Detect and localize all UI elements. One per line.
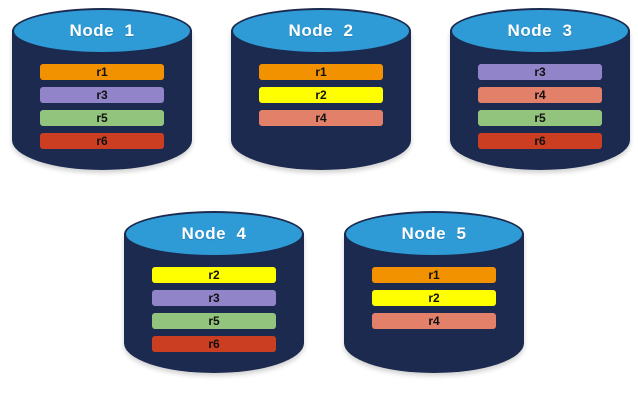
cylinder-top-ellipse <box>344 211 524 257</box>
replica-bar: r6 <box>152 336 276 352</box>
replica-bar: r5 <box>478 110 602 126</box>
replica-list: r1 r2 r4 <box>259 64 383 126</box>
replica-bar: r6 <box>40 133 164 149</box>
replica-bar: r2 <box>372 290 496 306</box>
replica-bar: r5 <box>40 110 164 126</box>
cylinder-top-ellipse <box>450 8 630 54</box>
replica-list: r3 r4 r5 r6 <box>478 64 602 149</box>
replica-bar: r5 <box>152 313 276 329</box>
replica-list: r1 r3 r5 r6 <box>40 64 164 149</box>
replica-bar: r6 <box>478 133 602 149</box>
replica-bar: r3 <box>40 87 164 103</box>
replica-bar: r4 <box>372 313 496 329</box>
cylinder-top-ellipse <box>12 8 192 54</box>
replica-bar: r4 <box>478 87 602 103</box>
replica-bar: r3 <box>152 290 276 306</box>
cylinder-top-ellipse <box>124 211 304 257</box>
replica-list: r2 r3 r5 r6 <box>152 267 276 352</box>
replica-bar: r4 <box>259 110 383 126</box>
replica-list: r1 r2 r4 <box>372 267 496 329</box>
cylinder-top-ellipse <box>231 8 411 54</box>
replica-bar: r3 <box>478 64 602 80</box>
replica-bar: r1 <box>259 64 383 80</box>
replica-bar: r1 <box>40 64 164 80</box>
replica-bar: r2 <box>259 87 383 103</box>
replica-bar: r1 <box>372 267 496 283</box>
replica-bar: r2 <box>152 267 276 283</box>
